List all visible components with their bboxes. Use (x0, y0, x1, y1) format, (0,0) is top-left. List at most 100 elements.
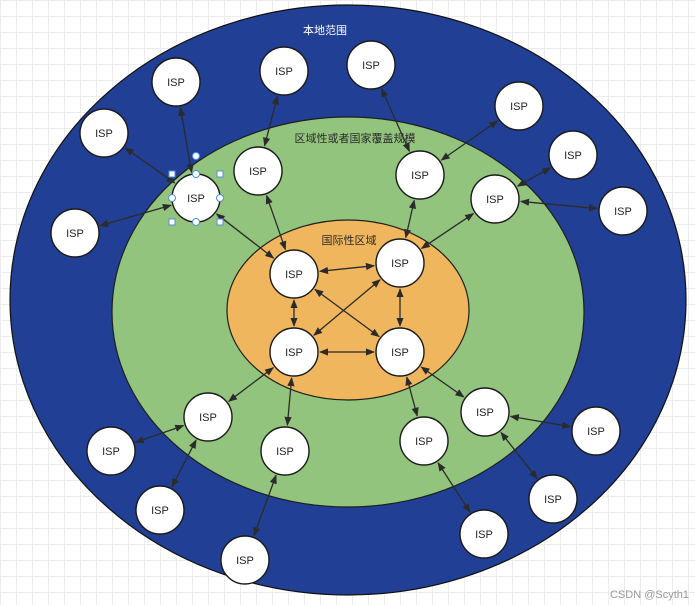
isp-node-l3[interactable]: ISP (50, 208, 100, 258)
isp-node-label: ISP (564, 150, 582, 162)
isp-node-l13[interactable]: ISP (571, 406, 621, 456)
isp-node-i4[interactable]: ISP (375, 327, 425, 377)
link-l1-r1 (178, 106, 194, 174)
isp-node-label: ISP (486, 194, 504, 206)
isp-node-label: ISP (275, 66, 293, 78)
isp-node-l6[interactable]: ISP (494, 81, 544, 131)
link-l6-r3 (440, 120, 499, 161)
isp-node-label: ISP (187, 193, 205, 205)
selection-handle[interactable] (168, 194, 176, 202)
isp-node-l8[interactable]: ISP (598, 186, 648, 236)
isp-node-circle[interactable] (460, 387, 510, 437)
link-layer (99, 87, 599, 537)
link-l11-r6 (253, 474, 277, 537)
isp-node-l12[interactable]: ISP (459, 509, 509, 559)
isp-node-circle[interactable] (346, 40, 396, 90)
isp-node-r4[interactable]: ISP (470, 174, 520, 224)
isp-node-circle[interactable] (375, 327, 425, 377)
isp-node-circle[interactable] (375, 238, 425, 288)
isp-node-circle[interactable] (470, 174, 520, 224)
rotate-handle[interactable] (192, 152, 200, 160)
link-l13-r8 (509, 414, 572, 429)
node-layer: ISP ISP ISP ISP ISP ISP ISP ISP ISP ISP ISP ISP ISP I… (50, 40, 648, 585)
link-l2-r1 (124, 147, 176, 184)
link-l12-r7 (437, 462, 471, 513)
isp-node-label: ISP (391, 347, 409, 359)
isp-node-label: ISP (249, 166, 267, 178)
isp-node-l11[interactable]: ISP (220, 535, 270, 585)
link-l14-r8 (500, 431, 538, 480)
link-l5-r3 (380, 87, 411, 153)
isp-node-i1[interactable]: ISP (269, 249, 319, 299)
isp-node-circle[interactable] (459, 509, 509, 559)
isp-node-r7[interactable]: ISP (399, 416, 449, 466)
isp-node-label: ISP (285, 269, 303, 281)
isp-node-l14[interactable]: ISP (528, 474, 578, 524)
isp-node-r1[interactable]: ISP (168, 152, 224, 226)
isp-node-circle[interactable] (399, 416, 449, 466)
link-r8-i4 (420, 366, 465, 398)
isp-node-circle[interactable] (50, 208, 100, 258)
isp-node-l10[interactable]: ISP (135, 485, 185, 535)
isp-node-circle[interactable] (220, 535, 270, 585)
isp-node-circle[interactable] (395, 150, 445, 200)
isp-node-r8[interactable]: ISP (460, 387, 510, 437)
isp-node-label: ISP (415, 436, 433, 448)
link-r4-i2 (420, 212, 475, 250)
link-r1-i1 (215, 213, 275, 259)
isp-node-label: ISP (151, 505, 169, 517)
isp-node-circle[interactable] (571, 406, 621, 456)
isp-node-i3[interactable]: ISP (269, 327, 319, 377)
selection-handle[interactable] (192, 170, 200, 178)
isp-node-circle[interactable] (494, 81, 544, 131)
watermark: CSDN @Scyth1 (609, 589, 689, 601)
isp-node-circle[interactable] (598, 186, 648, 236)
link-r3-i2 (404, 199, 416, 239)
isp-node-circle[interactable] (86, 426, 136, 476)
selection-handle[interactable] (216, 170, 224, 178)
isp-node-r3[interactable]: ISP (395, 150, 445, 200)
isp-node-i2[interactable]: ISP (375, 238, 425, 288)
selection-handle[interactable] (192, 218, 200, 226)
isp-node-circle[interactable] (233, 146, 283, 196)
isp-node-label: ISP (236, 555, 254, 567)
isp-node-r2[interactable]: ISP (233, 146, 283, 196)
international-zone-label: 国际性区域 (322, 233, 377, 247)
isp-node-circle[interactable] (183, 392, 233, 442)
isp-node-circle[interactable] (259, 46, 309, 96)
isp-node-l9[interactable]: ISP (86, 426, 136, 476)
isp-node-label: ISP (95, 128, 113, 140)
link-l3-r1 (99, 204, 172, 227)
isp-node-circle[interactable] (135, 485, 185, 535)
isp-node-circle[interactable] (548, 130, 598, 180)
selection-handle[interactable] (216, 218, 224, 226)
isp-node-l4[interactable]: ISP (259, 46, 309, 96)
isp-node-r5[interactable]: ISP (183, 392, 233, 442)
isp-node-l2[interactable]: ISP (79, 108, 129, 158)
selection-handle[interactable] (168, 218, 176, 226)
selection-handle[interactable] (216, 194, 224, 202)
isp-node-circle[interactable] (528, 474, 578, 524)
link-l10-r5 (171, 439, 197, 488)
link-l9-r5 (134, 424, 185, 444)
isp-node-label: ISP (199, 412, 217, 424)
link-l7-r4 (516, 167, 552, 187)
isp-node-circle[interactable] (79, 108, 129, 158)
regional-zone-label: 区域性或者国家覆盖规模 (295, 131, 416, 145)
isp-node-label: ISP (362, 60, 380, 72)
isp-node-l7[interactable]: ISP (548, 130, 598, 180)
international-zone (226, 219, 470, 401)
isp-node-circle[interactable] (269, 249, 319, 299)
isp-node-r6[interactable]: ISP (260, 426, 310, 476)
link-i1-i2 (318, 262, 376, 275)
selection-handle[interactable] (168, 170, 176, 178)
link-r2-i1 (265, 194, 287, 251)
isp-node-circle[interactable] (269, 327, 319, 377)
isp-node-l5[interactable]: ISP (346, 40, 396, 90)
isp-node-circle[interactable] (260, 426, 310, 476)
link-r6-i3 (284, 376, 295, 427)
isp-node-l1[interactable]: ISP (151, 57, 201, 107)
isp-node-label: ISP (476, 407, 494, 419)
isp-node-circle[interactable] (151, 57, 201, 107)
